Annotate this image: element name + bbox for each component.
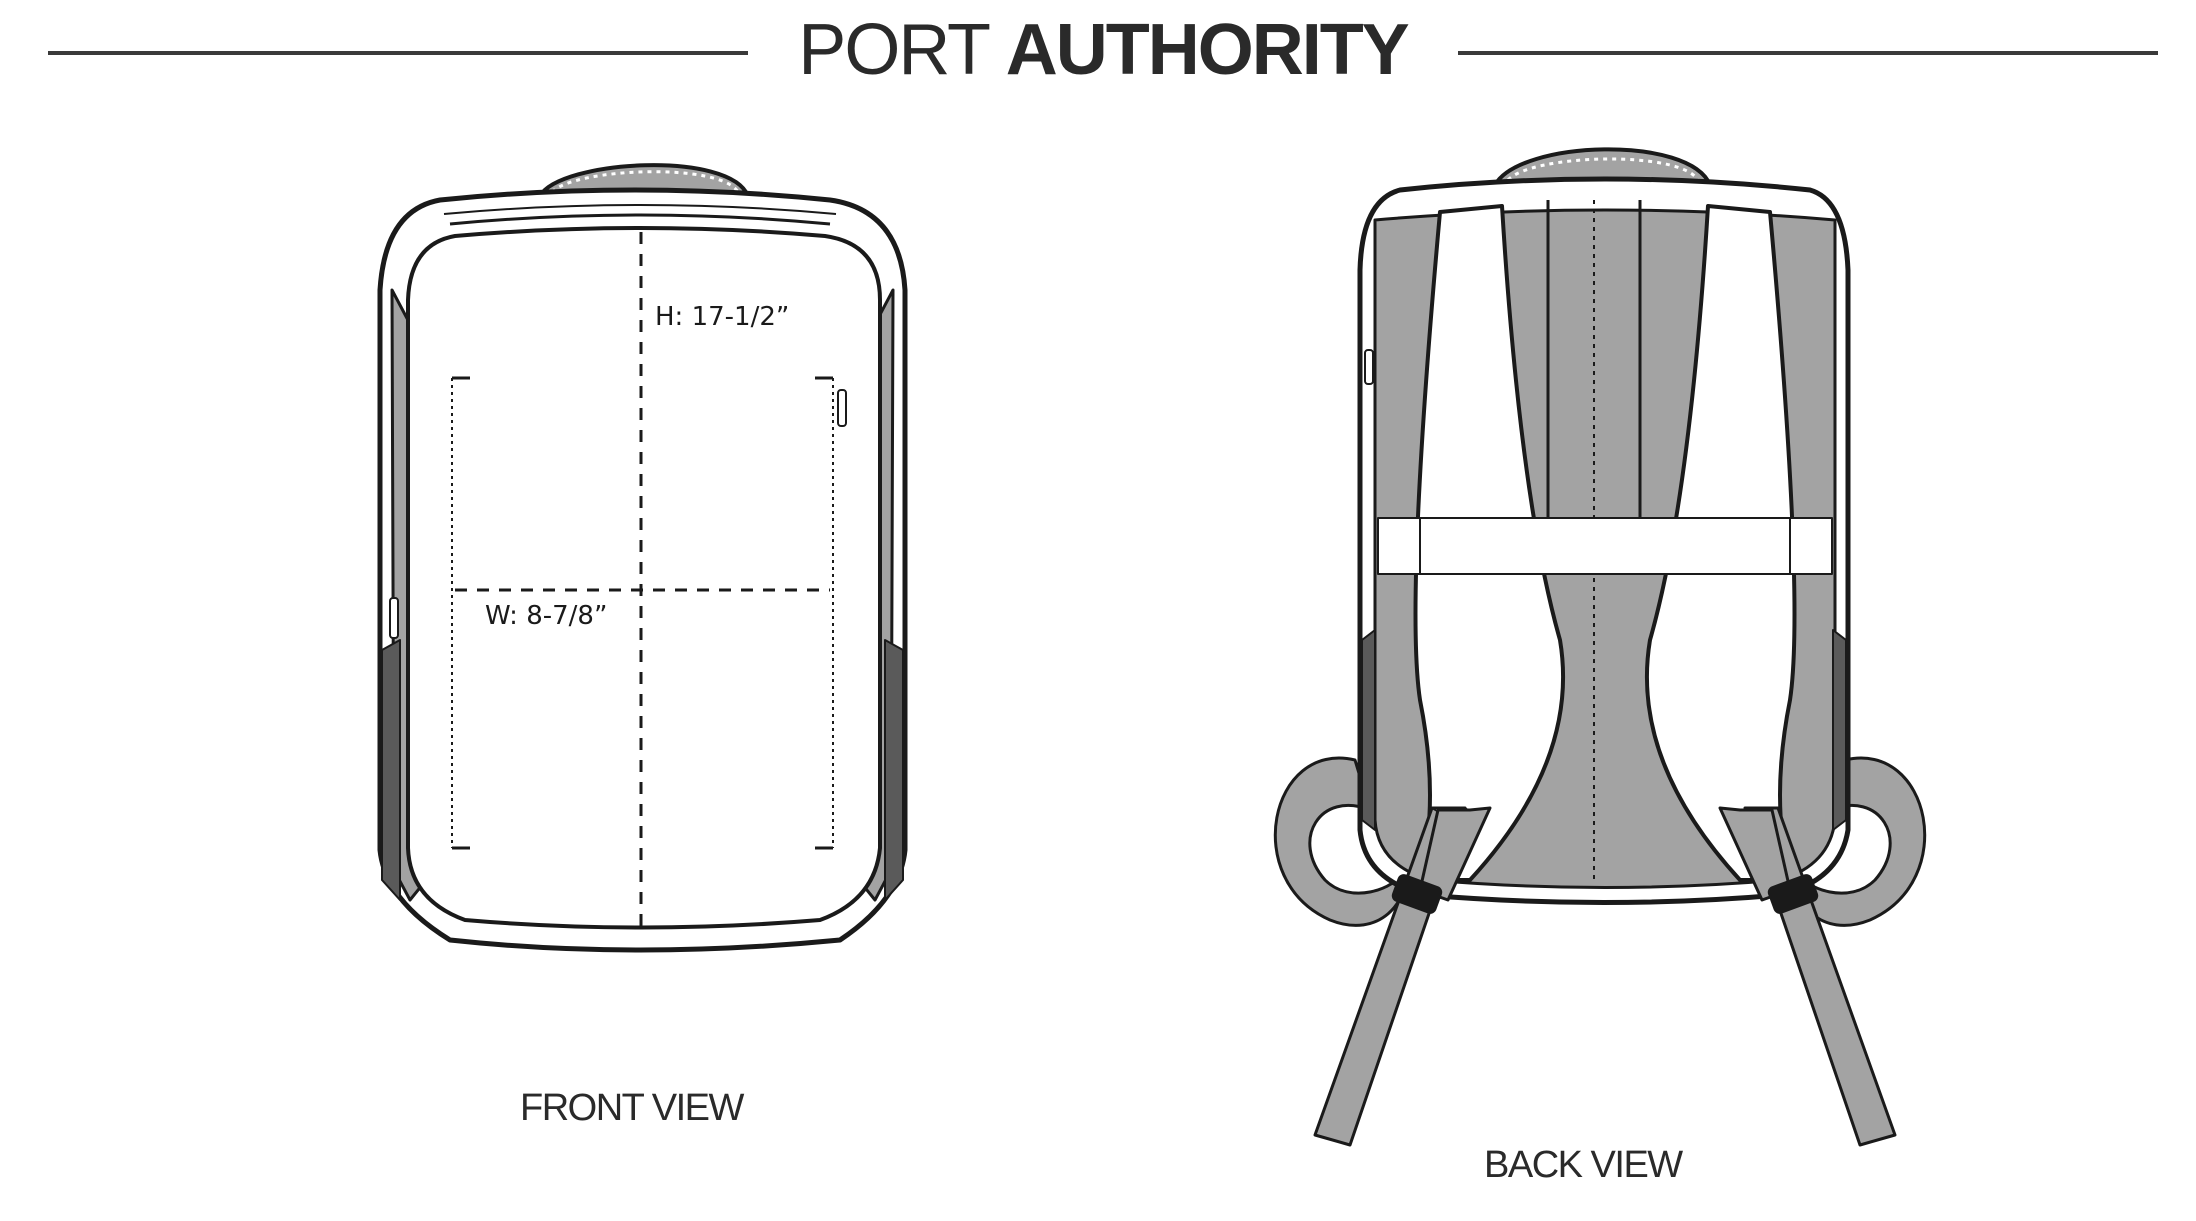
back-mesh-right: [1832, 629, 1847, 831]
back-mesh-left: [1361, 629, 1376, 831]
front-view-label: FRONT VIEW: [520, 1087, 744, 1129]
back-buckle-right: [1767, 874, 1819, 914]
back-view-label: BACK VIEW: [1484, 1144, 1683, 1186]
front-panel: [406, 226, 882, 930]
height-dimension-text: H: 17-1/2”: [655, 302, 789, 332]
back-tab-left: [1418, 806, 1492, 902]
front-zipper-pull-right: [837, 389, 847, 427]
header-rule-right: [1458, 51, 2158, 55]
front-zipper-pull-left: [389, 597, 399, 639]
front-mesh-left: [381, 639, 401, 901]
width-dimension-text: W: 8-7/8”: [485, 601, 607, 631]
back-cross-band: [1377, 517, 1833, 575]
front-view-drawing: [377, 163, 908, 953]
back-zipper-pull: [1364, 349, 1374, 385]
back-buckle-left: [1391, 874, 1443, 914]
back-tab-right: [1718, 806, 1792, 902]
back-handle: [1493, 147, 1712, 187]
back-view-drawing: [1273, 147, 1927, 1147]
front-mesh-right: [884, 639, 904, 901]
header-rule-left: [48, 51, 748, 55]
header: PORT AUTHORITY: [0, 0, 2196, 100]
brand-light-text: PORT: [798, 10, 989, 90]
brand-logo: PORT AUTHORITY: [770, 8, 1436, 92]
brand-bold-text: AUTHORITY: [1005, 10, 1410, 90]
